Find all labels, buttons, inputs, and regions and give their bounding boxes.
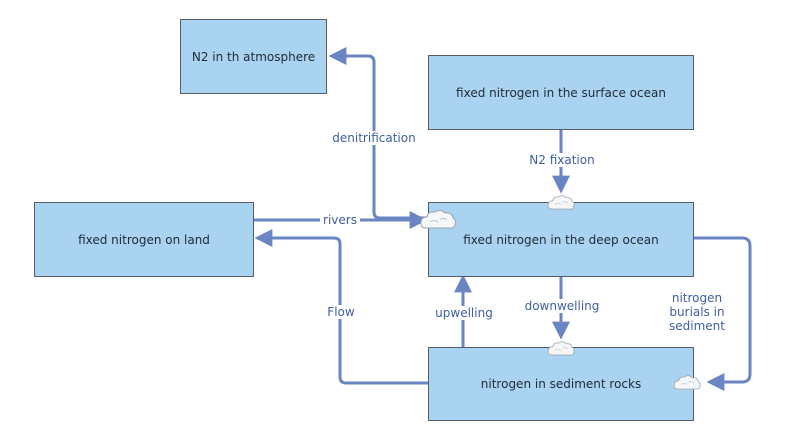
node-surface-ocean: fixed nitrogen in the surface ocean [428,55,694,130]
label-flow: Flow [322,305,360,319]
cloud-icon [420,209,457,229]
label-upwelling: upwelling [434,306,494,320]
node-n2-atmosphere: N2 in th atmosphere [180,19,327,94]
cloud-icon [547,195,575,210]
label-burials: nitrogen burials in sediment [662,291,732,333]
label-rivers: rivers [320,213,360,227]
node-deep-ocean: fixed nitrogen in the deep ocean [428,202,694,277]
label-n2-fixation: N2 fixation [522,153,602,167]
label-denitrification: denitrification [328,131,420,145]
edge-burials [692,236,752,391]
cloud-icon [673,375,701,390]
cloud-icon [547,341,575,356]
label-downwelling: downwelling [523,299,601,313]
node-land: fixed nitrogen on land [34,202,254,277]
